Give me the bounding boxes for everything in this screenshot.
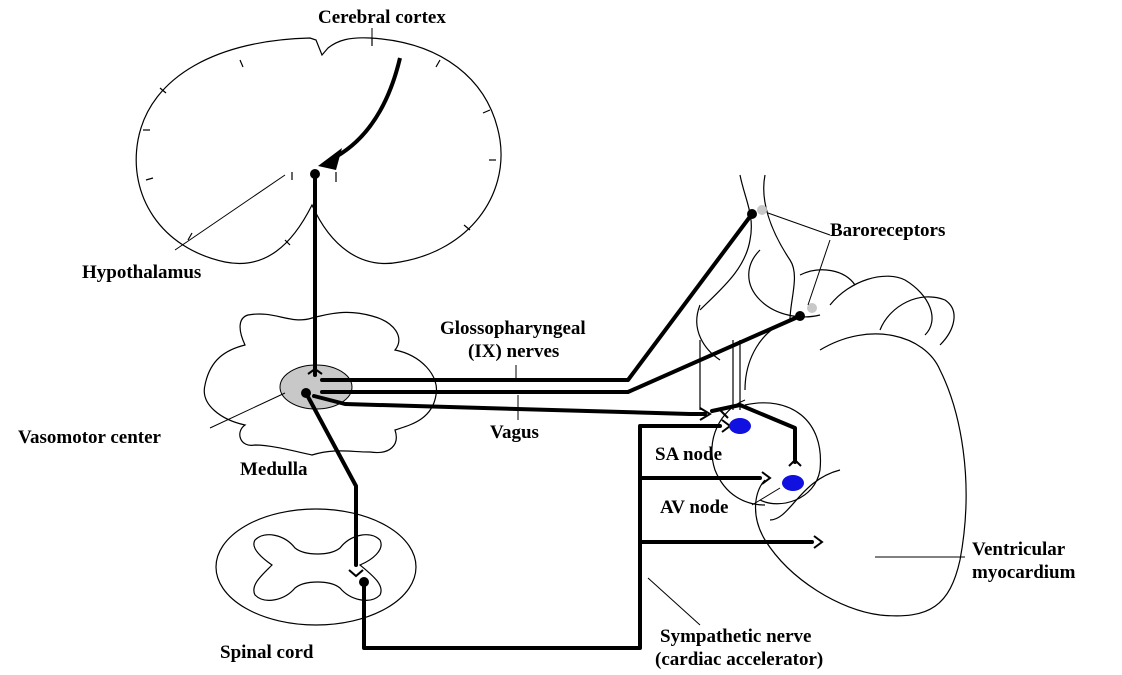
sympathetic-sa-synapse [722,420,730,432]
spinal-synapse [349,570,363,576]
glossopharyngeal-dot-2 [795,311,805,321]
label-av-node: AV node [660,497,728,518]
label-ventricular-2: myocardium [972,562,1076,583]
vasomotor-leader [210,393,285,428]
hypothalamus-dot [310,169,320,179]
sympathetic-ventricular-synapse [814,536,822,548]
av-node [782,475,804,491]
label-glossopharyngeal-1: Glossopharyngeal [440,318,586,339]
label-vagus: Vagus [490,422,539,443]
baroreceptor-leader-1 [768,213,830,235]
label-sympathetic-1: Sympathetic nerve [660,626,811,647]
label-cerebral-cortex: Cerebral cortex [318,7,446,28]
cortex-arrow [330,58,400,160]
label-medulla: Medulla [240,459,308,480]
label-spinal-cord: Spinal cord [220,642,314,663]
cortex-arrowhead [318,148,342,170]
glossopharyngeal-dot-1 [747,209,757,219]
vagus-nerve [314,396,705,414]
label-glossopharyngeal-2: (IX) nerves [468,341,559,362]
label-sa-node: SA node [655,444,722,465]
vasomotor-spinal-nerve [306,393,356,565]
cortex-ticks [143,38,496,245]
heart-outline [697,175,966,616]
label-vasomotor-center: Vasomotor center [18,427,162,448]
sympathetic-av-synapse [762,472,770,484]
spinal-cord-outline [216,509,416,625]
baroreceptor-top [757,205,767,215]
label-sympathetic-2: (cardiac accelerator) [655,649,823,670]
label-ventricular-1: Ventricular [972,539,1066,560]
cerebral-cortex-outline [136,38,501,264]
baroreceptor-leader-2 [808,240,830,305]
sa-node [729,418,751,434]
hypothalamus-leader [175,175,285,250]
sa-junction [720,410,728,418]
label-baroreceptors: Baroreceptors [830,220,945,241]
sympathetic-leader [648,578,700,625]
label-hypothalamus: Hypothalamus [82,262,201,283]
